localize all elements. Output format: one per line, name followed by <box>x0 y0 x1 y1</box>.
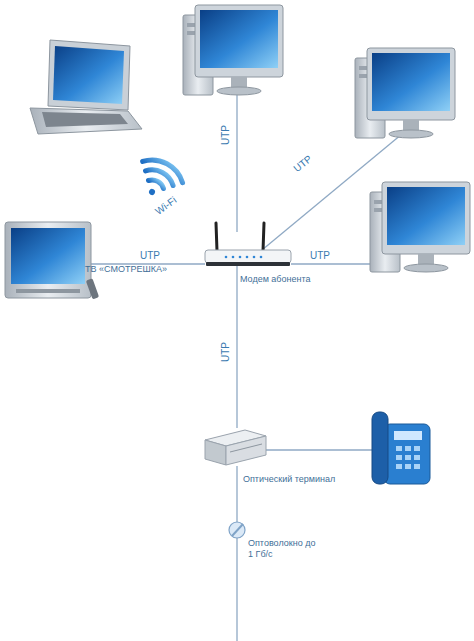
router-node: Модем абонента <box>205 222 291 266</box>
laptop <box>30 40 142 134</box>
cable-label: Wi-Fi <box>153 194 179 217</box>
laptop-screen <box>53 46 124 104</box>
device-label: Оптоволокно до 1 Гб/с <box>248 538 320 560</box>
telephone <box>372 412 430 484</box>
terminal-node: Оптический терминал <box>203 428 267 466</box>
remote-control <box>86 278 99 299</box>
tv-node: ТВ «СМОТРЕШКА» <box>5 222 91 298</box>
utp-wires <box>237 95 402 641</box>
wifi-arc <box>143 153 187 182</box>
laptop-keyboard <box>42 112 128 127</box>
tv-screen <box>11 228 85 284</box>
desktop-computer <box>370 182 470 272</box>
fiber-node: Оптоволокно до 1 Гб/с <box>229 522 245 538</box>
device-label: Оптический терминал <box>243 474 335 485</box>
tv-frame <box>5 222 91 298</box>
phone-base <box>384 424 430 484</box>
desktop-computer <box>183 5 283 95</box>
terminal-side <box>226 436 266 465</box>
router-base <box>206 262 290 266</box>
phone-wire <box>266 449 374 450</box>
wifi-symbol <box>131 153 187 205</box>
utp-wire <box>236 95 237 232</box>
phone-handset <box>372 412 388 484</box>
fiber-connector <box>229 522 245 538</box>
laptop-lid <box>48 40 130 110</box>
utp-cable <box>236 466 237 522</box>
utp-cable <box>236 266 237 428</box>
router <box>205 223 291 266</box>
device-label: ТВ «СМОТРЕШКА» <box>85 264 167 275</box>
cable-label: UTP <box>140 250 160 262</box>
laptop-base <box>30 108 142 134</box>
tv-panel <box>16 289 80 293</box>
tv-set <box>5 222 99 299</box>
cable-label: UTP <box>291 153 314 175</box>
phone-keypad <box>396 446 420 469</box>
terminal-slot <box>230 444 262 452</box>
router-body <box>205 250 291 263</box>
device-label: Модем абонента <box>240 274 311 285</box>
optical-terminal <box>205 430 266 465</box>
fiber-wire <box>236 538 237 641</box>
desktop-computer <box>355 48 455 138</box>
phone-display <box>394 431 422 440</box>
router-antenna <box>216 223 217 251</box>
wifi-arc <box>148 177 165 188</box>
router-leds <box>225 256 263 259</box>
fiber-circle <box>229 522 245 538</box>
cable-label: UTP <box>220 342 232 362</box>
cable-label: UTP <box>310 250 330 262</box>
cable-label: UTP <box>220 125 232 145</box>
terminal-front <box>205 440 226 465</box>
router-antenna <box>263 223 264 251</box>
wifi-dot <box>148 188 156 196</box>
fiber-stripe <box>232 524 243 536</box>
